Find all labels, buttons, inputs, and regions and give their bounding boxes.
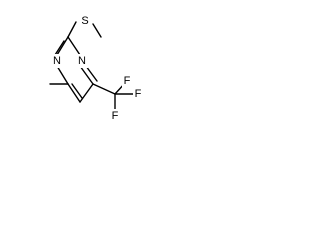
atom-sulfur-label: S (81, 15, 88, 27)
atom-fluorine-bottom-label: F (112, 110, 119, 122)
bond-c5-c4 (79, 83, 94, 103)
bond-c6-c5 (67, 83, 81, 103)
atom-nitrogen-left-label: N (53, 55, 61, 67)
atom-fluorine-top-label: F (124, 75, 131, 87)
bond-c6-c5-double (71, 83, 83, 99)
bond-c2-n3 (67, 36, 81, 56)
bond-c2-n1-double (54, 40, 65, 56)
bond-methyl-sulfur (92, 23, 102, 38)
bond-c4-cf3 (92, 83, 116, 95)
atom-nitrogen-right-label: N (78, 55, 86, 67)
bond-n1-c6 (56, 65, 69, 85)
atom-fluorine-right-label: F (135, 88, 142, 100)
atom-labels: S N N F F F (52, 14, 143, 123)
bond-sulfur-c2 (67, 21, 77, 38)
bond-n3-c4 (79, 65, 94, 85)
bond-c2-n1 (56, 36, 69, 56)
molecule-structure: S N N F F F (49, 14, 143, 123)
